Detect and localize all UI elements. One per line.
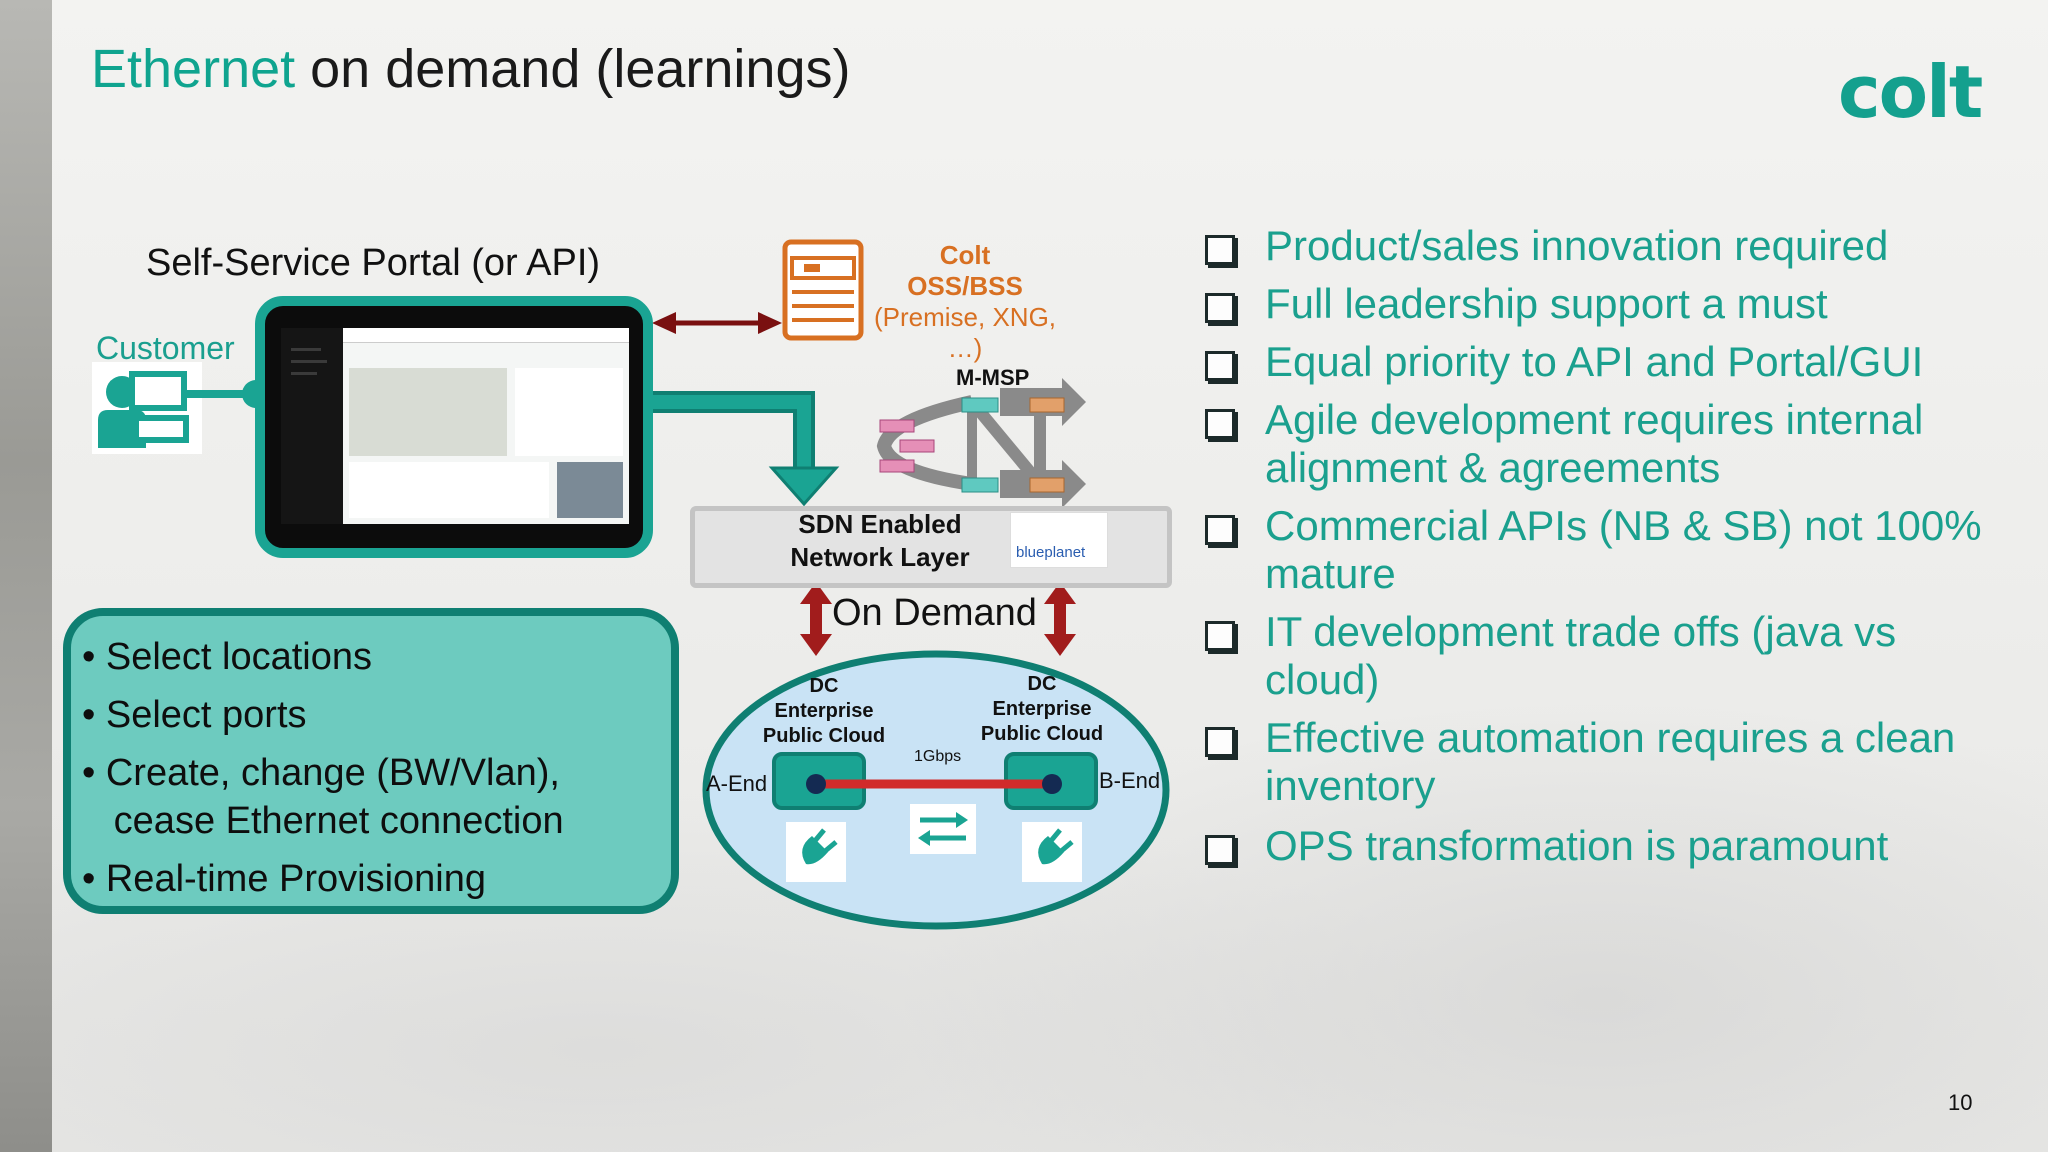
on-demand-arrow-right xyxy=(1044,582,1076,656)
server-icon xyxy=(782,239,864,341)
b-end-label: B-End xyxy=(1099,768,1161,793)
customer-icon xyxy=(92,362,202,454)
checkbox-icon xyxy=(1205,409,1235,439)
feature-item: • Select ports xyxy=(82,694,307,736)
portal-menu-line xyxy=(291,372,317,375)
learning-text: alignment & agreements xyxy=(1265,444,1721,491)
checkbox-icon xyxy=(1205,621,1235,651)
portal-menu-line xyxy=(291,348,321,351)
sdn-line-2: Network Layer xyxy=(790,542,970,572)
blueplanet-logo-text: blueplanet xyxy=(1016,544,1086,561)
oss-bss-label: Colt OSS/BSS (Premise, XNG, …) xyxy=(860,240,1070,364)
checkbox-icon xyxy=(1205,835,1235,865)
oss-line-1: Colt xyxy=(939,240,991,270)
portal-table xyxy=(349,462,549,518)
checkbox-icon xyxy=(1205,235,1235,265)
portal-screen xyxy=(281,328,629,524)
portal-panel xyxy=(515,368,623,456)
portal-header xyxy=(343,328,629,343)
portal-sidebar xyxy=(281,328,343,524)
customer-label: Customer xyxy=(96,330,235,366)
plug-icon xyxy=(1022,822,1082,882)
on-demand-arrow-left xyxy=(800,582,832,656)
a-end-label: A-End xyxy=(706,771,768,796)
portal-map xyxy=(349,368,507,456)
learning-text: Agile development requires internal xyxy=(1265,396,1924,443)
learning-text: OPS transformation is paramount xyxy=(1265,822,1889,869)
title-accent: Ethernet xyxy=(91,39,296,99)
dc-right-line: DC xyxy=(1027,673,1057,695)
bandwidth-label: 1Gbps xyxy=(914,748,962,765)
page-number: 10 xyxy=(1948,1090,1973,1115)
learning-text: inventory xyxy=(1265,762,1436,809)
sdn-layer-label: SDN Enabled Network Layer xyxy=(775,508,985,574)
plug-icon xyxy=(786,822,846,882)
self-service-portal-screenshot xyxy=(255,296,653,558)
dc-right-line: Enterprise xyxy=(992,698,1092,720)
feature-item: • Select locations xyxy=(82,636,373,678)
checkbox-icon xyxy=(1205,727,1235,757)
oss-line-2: OSS/BSS xyxy=(907,271,1023,301)
left-photo-strip xyxy=(0,0,52,1152)
feature-item: • Real-time Provisioning xyxy=(82,858,487,900)
colt-logo: colt xyxy=(1838,50,1983,134)
a-end-dot xyxy=(806,774,826,794)
dc-left-line: Enterprise xyxy=(774,700,874,722)
portal-photo xyxy=(557,462,623,518)
blueplanet-logo-box xyxy=(1010,512,1108,568)
checkbox-icon xyxy=(1205,351,1235,381)
title-rest: on demand (learnings) xyxy=(295,39,851,99)
learning-text: Full leadership support a must xyxy=(1265,280,1828,327)
dc-right-label: DC Enterprise Public Cloud xyxy=(962,672,1122,747)
slide-title: Ethernet on demand (learnings) xyxy=(91,38,850,100)
sdn-line-1: SDN Enabled xyxy=(798,509,962,539)
dc-left-line: Public Cloud xyxy=(762,725,886,747)
learning-text: Product/sales innovation required xyxy=(1265,222,1889,269)
features-box xyxy=(63,608,679,914)
swap-arrows-icon xyxy=(910,804,976,854)
mmsp-network-icon xyxy=(876,378,1086,508)
feature-item: • Create, change (BW/Vlan), xyxy=(82,752,560,794)
oss-line-3: (Premise, XNG, …) xyxy=(873,302,1057,363)
checkbox-icon xyxy=(1205,293,1235,323)
dc-left-label: DC Enterprise Public Cloud xyxy=(744,674,904,749)
dc-right-line: Public Cloud xyxy=(980,723,1104,745)
learning-text: Effective automation requires a clean xyxy=(1265,714,1956,761)
feature-item: cease Ethernet connection xyxy=(82,800,564,842)
portal-menu-line xyxy=(291,360,327,363)
portal-oss-arrow xyxy=(652,312,782,334)
mmsp-label: M-MSP xyxy=(956,365,1030,390)
b-end-dot xyxy=(1042,774,1062,794)
checkbox-icon xyxy=(1205,515,1235,545)
learning-text: IT development trade offs (java vs xyxy=(1265,608,1897,655)
learning-text: Commercial APIs (NB & SB) not 100% xyxy=(1265,502,1982,549)
dc-left-line: DC xyxy=(809,675,839,697)
on-demand-label: On Demand xyxy=(832,592,1037,634)
portal-to-sdn-arrow xyxy=(648,391,840,507)
learning-text: cloud) xyxy=(1265,656,1380,703)
learning-text: mature xyxy=(1265,550,1396,597)
portal-label: Self-Service Portal (or API) xyxy=(146,242,601,284)
learning-text: Equal priority to API and Portal/GUI xyxy=(1265,338,1924,385)
